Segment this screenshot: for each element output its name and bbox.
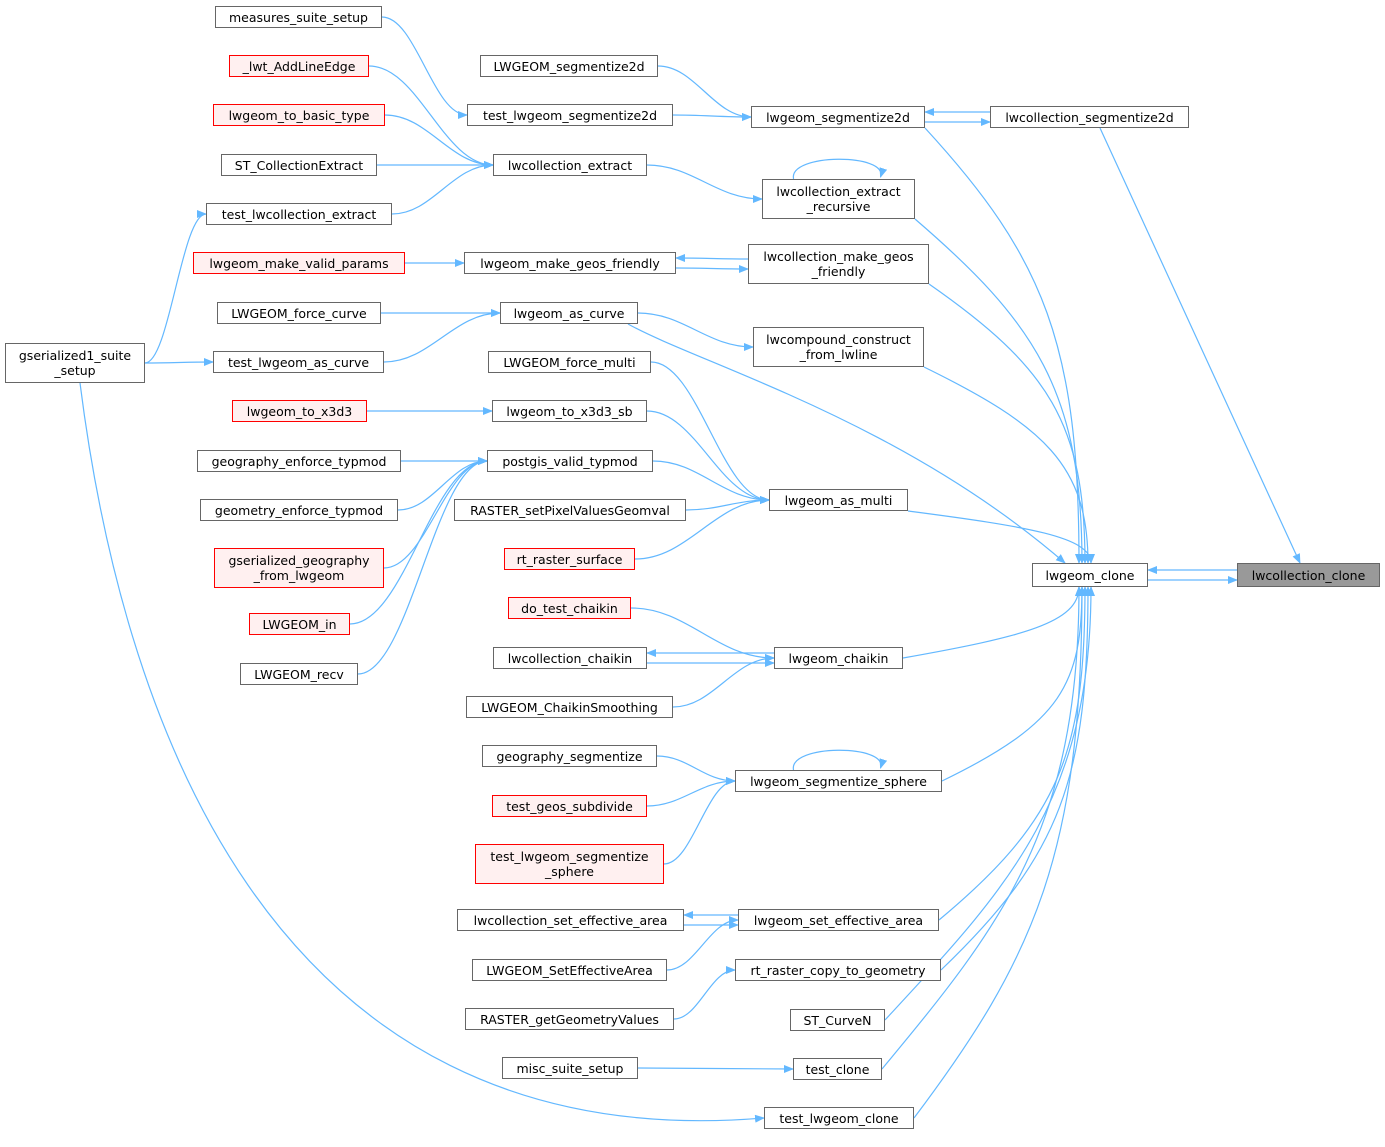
edge-lwgeom_as_multi-to-lwgeom_clone [907,510,1095,564]
edge-lwgeom_chaikin-to-lwgeom_clone [902,586,1083,659]
node-lwcollection-segmentize2d[interactable]: lwcollection_segmentize2d [990,106,1189,128]
node-lwcollection-extract-recursive[interactable]: lwcollection_extract _recursive [762,179,915,219]
node-lwcollection-clone[interactable]: lwcollection_clone [1237,563,1380,587]
node-lwgeom-clone[interactable]: lwgeom_clone [1032,563,1148,587]
node-lwgeom-seteffectivearea[interactable]: LWGEOM_SetEffectiveArea [472,959,667,981]
node-lwcompound-construct-from-lwline[interactable]: lwcompound_construct _from_lwline [753,327,924,367]
edge-test_lwgeom_segmentize_sphere-to-lwgeom_segmentize_sphere [663,777,736,865]
edge-lwcollection_make_geos_friendly-to-lwgeom_make_geos_friendly [675,254,749,263]
edge-test_lwgeom_as_curve-to-lwgeom_as_curve [383,309,501,363]
node-do-test-chaikin[interactable]: do_test_chaikin [508,597,631,619]
node-postgis-valid-typmod[interactable]: postgis_valid_typmod [487,450,653,472]
edge-LWGEOM_recv-to-postgis_valid_typmod [357,457,488,675]
edge-measures_suite_setup-to-test_lwgeom_segmentize2d [381,16,468,119]
node-lwgeom-to-basic-type[interactable]: lwgeom_to_basic_type [213,104,385,126]
node-gserialized1-suite-setup[interactable]: gserialized1_suite _setup [5,343,145,383]
node-rt-raster-surface[interactable]: rt_raster_surface [504,548,635,570]
node-lwgeom-make-valid-params[interactable]: lwgeom_make_valid_params [193,252,405,274]
node-lwgeom-make-geos-friendly[interactable]: lwgeom_make_geos_friendly [464,252,676,274]
edge-test_geos_subdivide-to-lwgeom_segmentize_sphere [646,777,736,807]
node-gserialized-geography-from-lwgeom[interactable]: gserialized_geography _from_lwgeom [214,548,384,588]
edge-gserialized1_suite_setup-to-test_lwcollection_extract [144,210,207,364]
edge-lwgeom_to_basic_type-to-lwcollection_extract [384,114,494,169]
node-lwgeom-to-x3d3-sb[interactable]: lwgeom_to_x3d3_sb [492,400,647,422]
node-misc-suite-setup[interactable]: misc_suite_setup [502,1057,638,1079]
node--lwt-addlineedge[interactable]: _lwt_AddLineEdge [229,55,369,77]
edge-LWGEOM_force_multi-to-lwgeom_as_multi [650,361,770,504]
edge-lwgeom_as_curve-to-lwcompound_construct_from_lwline [637,312,754,351]
edge-_lwt_AddLineEdge-to-lwcollection_extract [368,65,494,169]
node-test-lwcollection-extract[interactable]: test_lwcollection_extract [206,203,392,225]
edge-lwgeom_to_x3d3_sb-to-lwgeom_as_multi [646,410,770,504]
edge-LWGEOM_in-to-postgis_valid_typmod [349,457,488,625]
node-st-collectionextract[interactable]: ST_CollectionExtract [221,154,377,176]
node-lwcollection-set-effective-area[interactable]: lwcollection_set_effective_area [457,909,684,931]
edge-LWGEOM_segmentize2d-to-lwgeom_segmentize2d [657,65,752,121]
node-lwgeom-in[interactable]: LWGEOM_in [249,613,350,635]
node-test-lwgeom-as-curve[interactable]: test_lwgeom_as_curve [213,351,384,373]
edge-lwcollection_extract-to-lwcollection_extract_recursive [646,164,763,203]
edge-LWGEOM_ChaikinSmoothing-to-lwgeom_chaikin [672,654,775,708]
edge-lwcollection_make_geos_friendly-to-lwgeom_clone [928,283,1089,564]
node-lwgeom-recv[interactable]: LWGEOM_recv [240,663,358,685]
node-test-lwgeom-segmentize2d[interactable]: test_lwgeom_segmentize2d [467,104,673,126]
node-rt-raster-copy-to-geometry[interactable]: rt_raster_copy_to_geometry [735,959,941,981]
node-raster-getgeometryvalues[interactable]: RASTER_getGeometryValues [465,1008,674,1030]
node-measures-suite-setup[interactable]: measures_suite_setup [215,6,382,28]
edge-test_lwcollection_extract-to-lwcollection_extract [391,161,494,215]
edge-lwgeom_as_curve-to-lwgeom_clone [627,323,1066,564]
node-lwgeom-segmentize2d[interactable]: LWGEOM_segmentize2d [480,55,658,77]
node-lwgeom-chaikinsmoothing[interactable]: LWGEOM_ChaikinSmoothing [466,696,673,718]
edge-do_test_chaikin-to-lwgeom_chaikin [630,607,775,662]
node-lwgeom-as-curve[interactable]: lwgeom_as_curve [500,302,638,324]
node-test-geos-subdivide[interactable]: test_geos_subdivide [492,795,647,817]
edge-test_lwgeom_segmentize2d-to-lwgeom_segmentize2d [672,112,752,121]
edge-lwgeom_segmentize_sphere-to-lwgeom_clone [941,586,1086,782]
edge-lwcollection_segmentize2d-to-lwcollection_clone [1099,127,1301,564]
edge-misc_suite_setup-to-test_clone [637,1064,794,1073]
edge-test_clone-to-lwgeom_clone [881,586,1083,1070]
edge-lwgeom_segmentize_sphere-to-lwgeom_segmentize_sphere [792,749,888,771]
edge-lwcompound_construct_from_lwline-to-lwgeom_clone [923,366,1092,564]
edge-rt_raster_surface-to-lwgeom_as_multi [634,496,770,560]
edge-ST_CurveN-to-lwgeom_clone [884,586,1095,1021]
node-lwcollection-extract[interactable]: lwcollection_extract [493,154,647,176]
node-raster-setpixelvaluesgeomval[interactable]: RASTER_setPixelValuesGeomval [454,499,686,521]
node-lwgeom-force-multi[interactable]: LWGEOM_force_multi [488,351,651,373]
edge-test_lwgeom_clone-to-lwgeom_clone [913,586,1086,1119]
node-lwgeom-force-curve[interactable]: LWGEOM_force_curve [217,302,381,324]
node-lwgeom-segmentize2d[interactable]: lwgeom_segmentize2d [751,106,925,128]
node-lwgeom-segmentize-sphere[interactable]: lwgeom_segmentize_sphere [735,770,942,792]
edge-lwgeom_make_geos_friendly-to-lwcollection_make_geos_friendly [675,264,749,273]
node-lwcollection-make-geos-friendly[interactable]: lwcollection_make_geos _friendly [748,244,929,284]
node-geometry-enforce-typmod[interactable]: geometry_enforce_typmod [200,499,398,521]
node-test-lwgeom-clone[interactable]: test_lwgeom_clone [764,1107,914,1129]
node-lwgeom-chaikin[interactable]: lwgeom_chaikin [774,647,903,669]
node-lwcollection-chaikin[interactable]: lwcollection_chaikin [493,647,647,669]
edge-gserialized1_suite_setup-to-test_lwgeom_clone [79,382,765,1123]
edge-LWGEOM_SetEffectiveArea-to-lwgeom_set_effective_area [666,916,739,971]
node-st-curven[interactable]: ST_CurveN [790,1009,885,1031]
edge-gserialized1_suite_setup-to-test_lwgeom_as_curve [144,358,214,367]
node-lwgeom-to-x3d3[interactable]: lwgeom_to_x3d3 [232,400,367,422]
node-lwgeom-set-effective-area[interactable]: lwgeom_set_effective_area [738,909,939,931]
edge-rt_raster_copy_to_geometry-to-lwgeom_clone [940,586,1092,971]
edge-postgis_valid_typmod-to-lwgeom_as_multi [652,460,770,504]
node-test-clone[interactable]: test_clone [793,1058,882,1080]
edge-geography_segmentize-to-lwgeom_segmentize_sphere [656,755,736,785]
edge-gserialized_geography_from_lwgeom-to-postgis_valid_typmod [383,457,488,569]
node-lwgeom-as-multi[interactable]: lwgeom_as_multi [769,489,908,511]
edge-lwgeom_segmentize2d-to-lwgeom_clone [924,127,1083,564]
node-test-lwgeom-segmentize-sphere[interactable]: test_lwgeom_segmentize _sphere [475,844,664,884]
edge-RASTER_getGeometryValues-to-rt_raster_copy_to_geometry [673,966,736,1020]
node-geography-segmentize[interactable]: geography_segmentize [482,745,657,767]
node-geography-enforce-typmod[interactable]: geography_enforce_typmod [197,450,401,472]
edge-lwcollection_extract_recursive-to-lwcollection_extract_recursive [792,158,888,180]
